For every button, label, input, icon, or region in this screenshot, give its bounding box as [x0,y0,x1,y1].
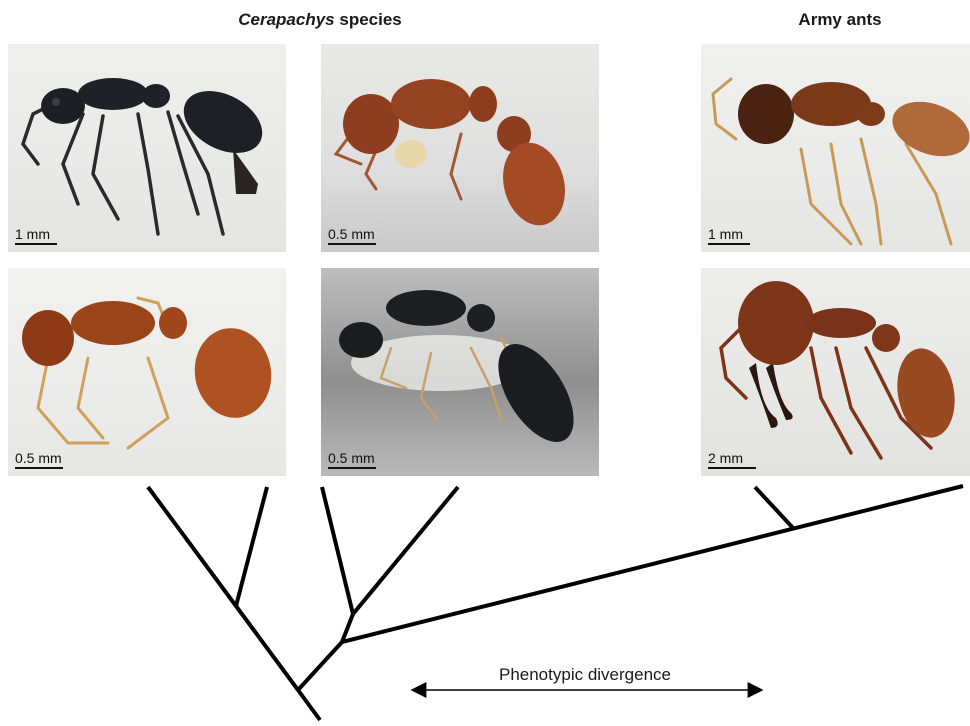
tree-branch-tip-5 [755,487,793,528]
tree-root-trunk [298,690,320,720]
phenotypic-divergence-label: Phenotypic divergence [440,665,730,685]
tree-army-stem [342,486,963,642]
tree-branch-tip-4 [353,487,458,614]
tree-branch-tip-2 [236,487,267,606]
tree-right-stem [298,642,342,690]
tree-branch-tip-3 [322,487,353,614]
tree-left-stem [236,606,298,690]
tree-branch-tip-1 [148,487,236,606]
